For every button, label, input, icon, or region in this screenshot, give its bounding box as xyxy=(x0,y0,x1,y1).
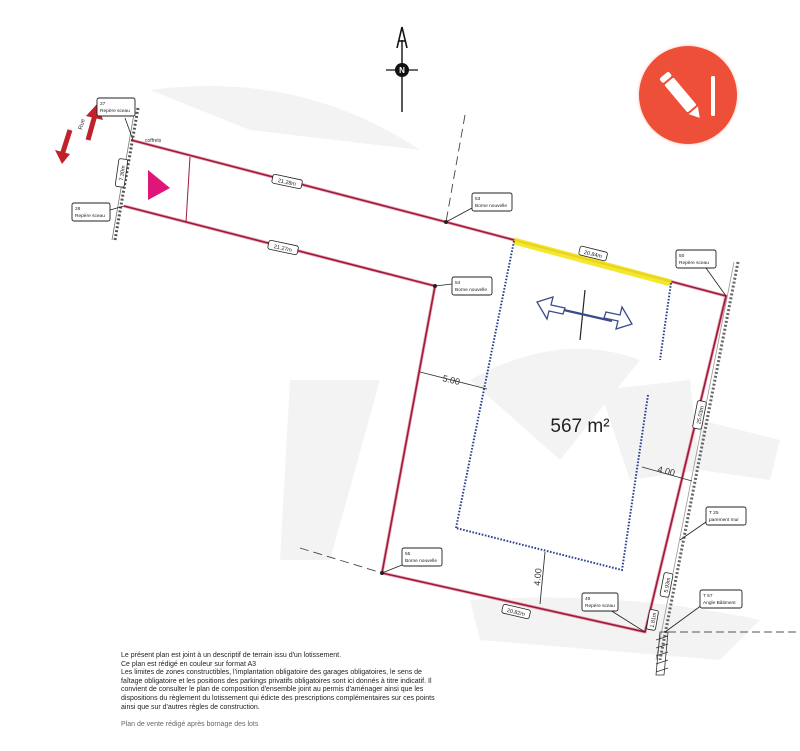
marker-t57: T 57 Angle Bâtiment xyxy=(664,589,743,633)
marker-53: 53 Borne nouvelle xyxy=(444,192,513,224)
svg-text:55: 55 xyxy=(405,551,411,557)
dim-top-side: 20.84m xyxy=(583,250,603,260)
dimension-labels: 21.28m 21.27m 20.84m 20.82m 25.03m 5.93m… xyxy=(114,158,707,631)
dim-access-top: 21.28m xyxy=(277,178,297,188)
svg-text:Angle Bâtiment: Angle Bâtiment xyxy=(703,600,736,606)
svg-text:53: 53 xyxy=(475,196,481,202)
plot-area-label: 567 m² xyxy=(550,416,609,437)
svg-text:Repère sceau: Repère sceau xyxy=(679,260,709,266)
marker-28: 28 Repère sceau xyxy=(71,202,125,222)
marker-49: 49 Repère sceau xyxy=(581,592,646,633)
note-line-1: Le présent plan est joint à un descripti… xyxy=(121,652,342,659)
setback-right-label: 4.00 xyxy=(657,464,676,478)
marker-t25: T 25 parement mur xyxy=(679,506,747,541)
marker-54: 54 Borne nouvelle xyxy=(433,276,493,296)
svg-text:27: 27 xyxy=(100,101,106,107)
setback-left-label: 5.00 xyxy=(442,373,461,387)
svg-text:54: 54 xyxy=(455,280,461,286)
svg-text:parement mur: parement mur xyxy=(709,517,739,523)
note-line-5: convient de consulter le plan de composi… xyxy=(121,686,424,694)
faded-watermark xyxy=(150,86,780,660)
note-line-3: Les limites de zones constructibles, l'i… xyxy=(121,669,422,677)
svg-text:Borne nouvelle: Borne nouvelle xyxy=(455,287,487,293)
marker-50: 50 Repère sceau xyxy=(675,249,727,297)
dim-right-lower: 5.93m xyxy=(664,577,673,594)
svg-text:49: 49 xyxy=(585,596,591,602)
dim-right-side: 25.03m xyxy=(696,405,705,425)
buildable-zone xyxy=(455,240,672,572)
note-line-4: faîtage obligatoire et les positions des… xyxy=(121,677,432,685)
compass-north-label: N xyxy=(399,66,405,75)
dim-access-bottom: 21.27m xyxy=(273,244,293,254)
street-label: Rue xyxy=(78,118,87,131)
note-line-6: dispositions du règlement du lotissement… xyxy=(121,694,435,702)
compass: N xyxy=(386,26,418,112)
svg-text:50: 50 xyxy=(679,253,685,259)
access-label: coffrets xyxy=(145,138,162,144)
svg-text:28: 28 xyxy=(75,206,81,212)
svg-text:Repère sceau: Repère sceau xyxy=(75,213,105,219)
svg-text:Borne nouvelle: Borne nouvelle xyxy=(475,203,507,209)
plan-notes: Le présent plan est joint à un descripti… xyxy=(121,652,521,730)
note-line-7: ainsi que sur d'autres règles de constru… xyxy=(121,703,260,711)
svg-text:Borne nouvelle: Borne nouvelle xyxy=(405,558,437,564)
svg-text:Repère sceau: Repère sceau xyxy=(585,603,615,609)
svg-text:T 57: T 57 xyxy=(703,593,713,599)
construction-lines xyxy=(299,114,466,574)
svg-text:T 25: T 25 xyxy=(709,510,719,516)
svg-text:Repère sceau: Repère sceau xyxy=(100,108,130,114)
marker-27: 27 Repère sceau xyxy=(96,97,136,141)
pencil-icon xyxy=(659,71,715,118)
marker-55: 55 Borne nouvelle xyxy=(380,547,443,575)
ridge-direction-arrows xyxy=(536,289,633,341)
dim-right-corner: 1.81m xyxy=(650,612,659,629)
setback-bottom-label: 4.00 xyxy=(532,568,543,586)
note-line-2: Ce plan est rédigé en couleur sur format… xyxy=(121,660,257,668)
marker-callouts: 27 Repère sceau 28 Repère sceau 53 Borne… xyxy=(71,97,747,633)
dim-street-frontage: 7.30m xyxy=(119,165,127,181)
dim-bottom-side: 20.82m xyxy=(506,608,526,618)
facade-highlight xyxy=(513,237,672,287)
note-line-8: Plan de vente rédigé après bornage des l… xyxy=(121,721,259,729)
access-triangle xyxy=(148,170,170,200)
setback-dimensions xyxy=(419,371,693,605)
edit-button[interactable] xyxy=(639,46,737,144)
